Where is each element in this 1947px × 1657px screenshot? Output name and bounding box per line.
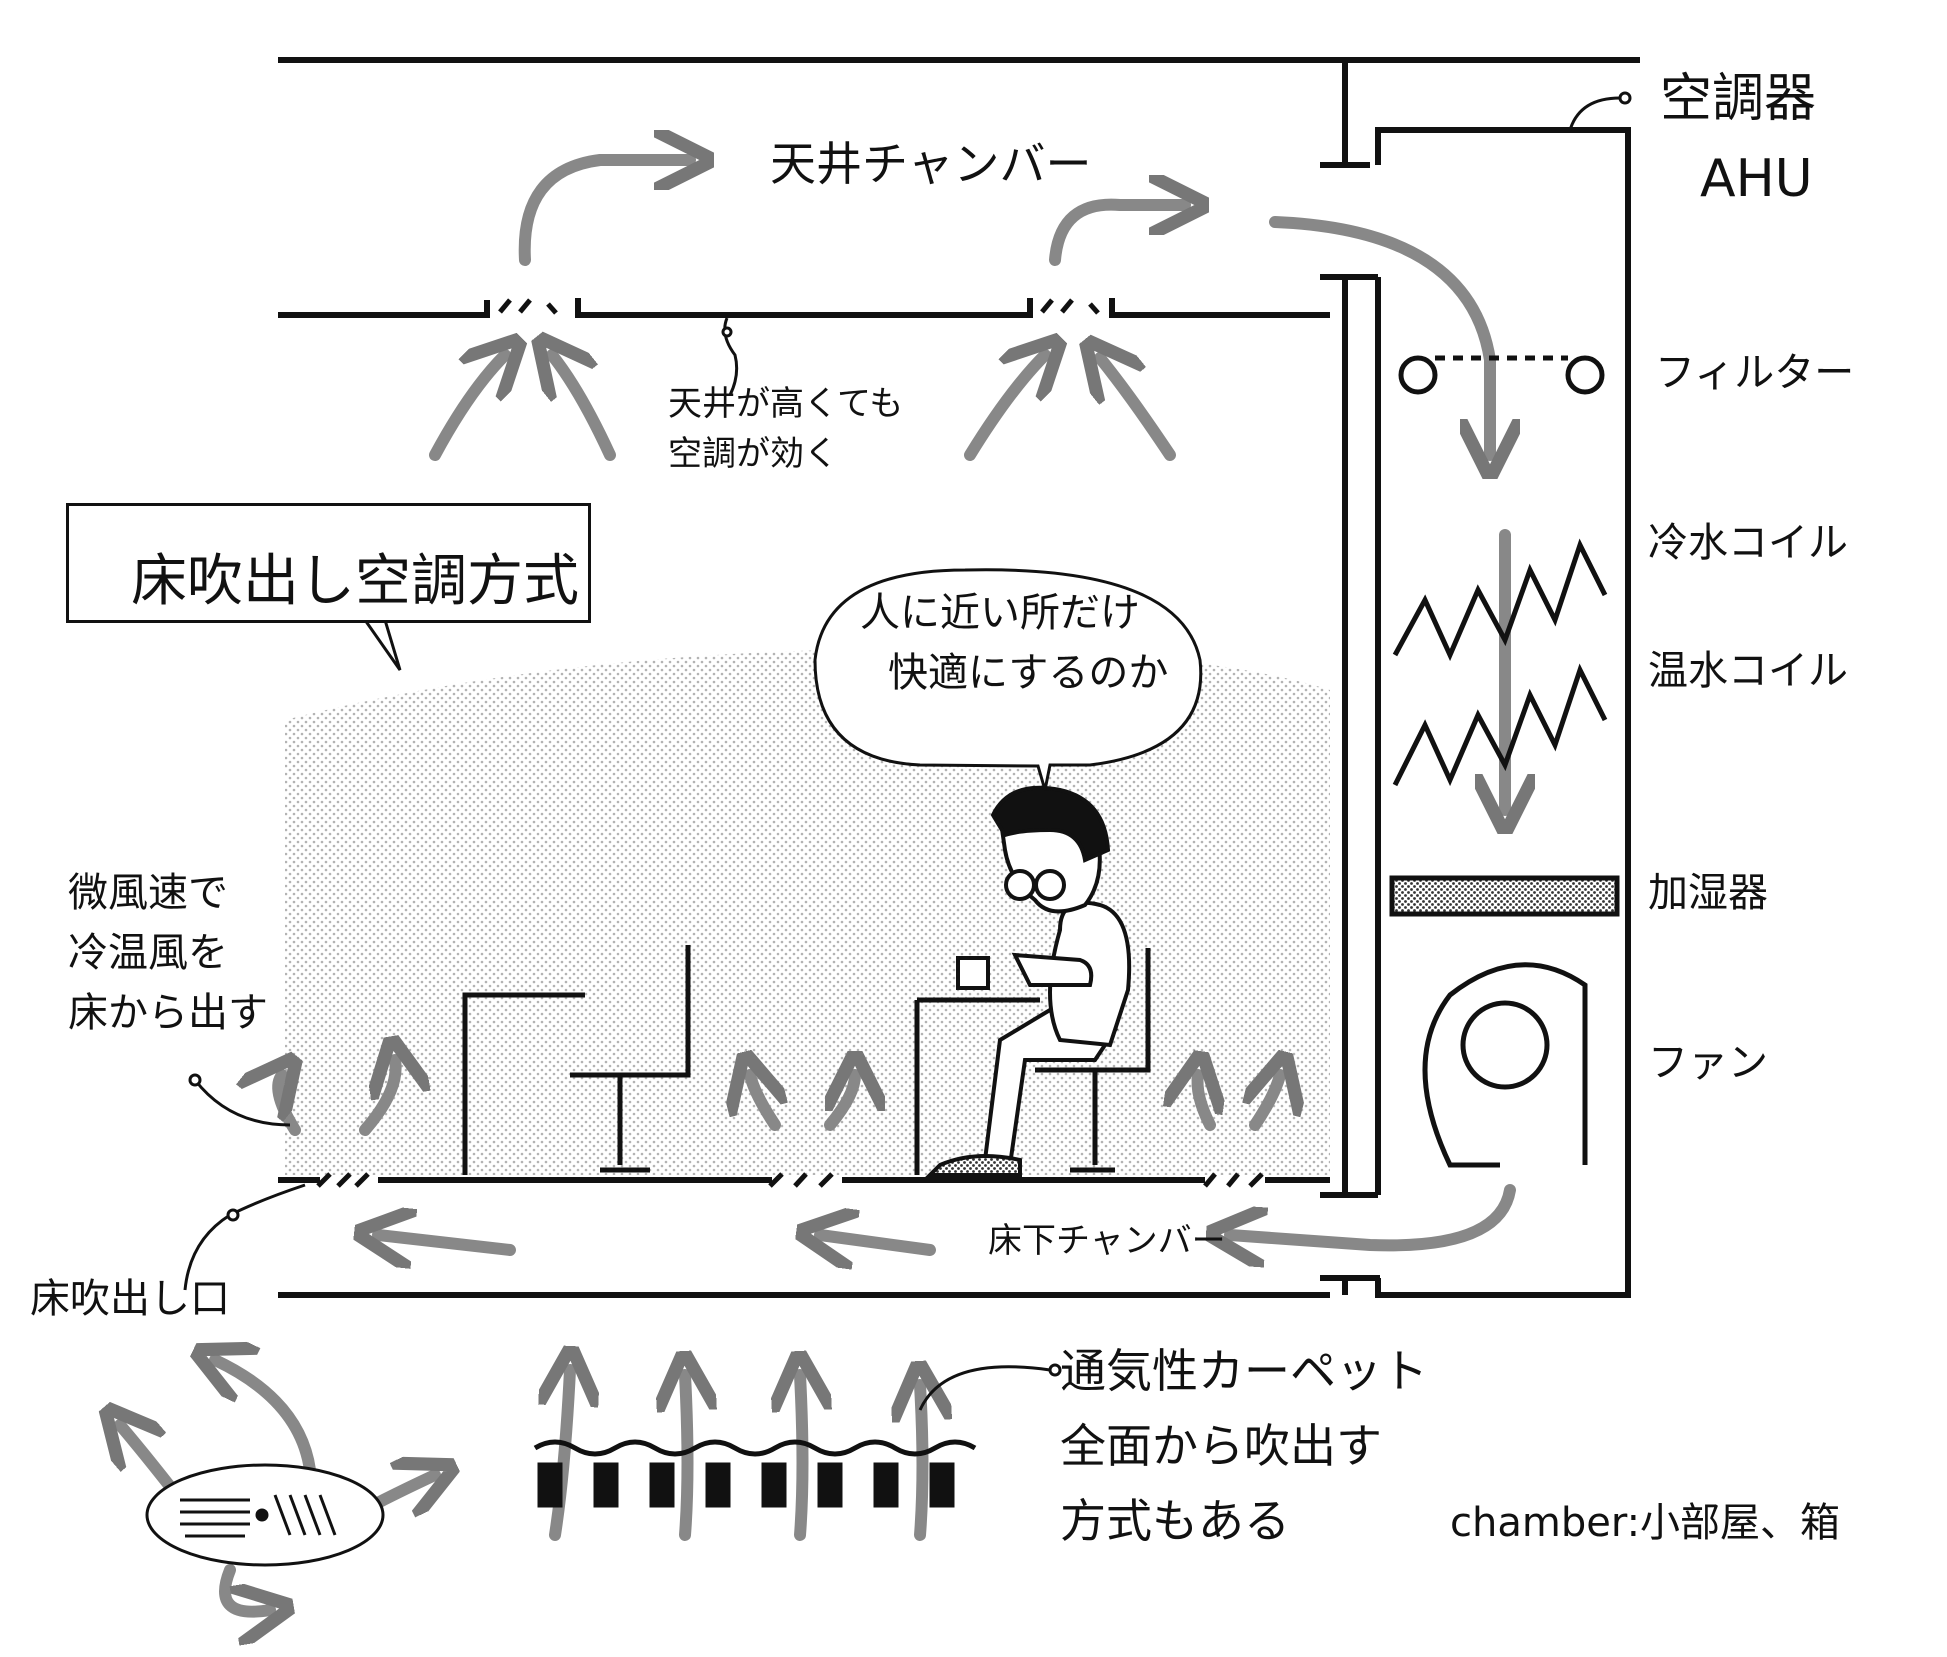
ceiling-note-line1: 天井が高くても [668, 384, 904, 424]
ceiling-chamber-label: 天井チャンバー [770, 137, 1092, 191]
fan-label: ファン [1648, 1040, 1768, 1086]
system-title: 床吹出し空調方式 [131, 549, 579, 614]
breeze-note-line1: 微風速で [68, 870, 228, 916]
floor-chamber-label: 床下チャンバー [988, 1221, 1226, 1261]
cold-coil [1392, 538, 1608, 662]
ahu-components [1389, 355, 1620, 1168]
speech-line1: 人に近い所だけ [860, 590, 1140, 636]
building-structure [278, 57, 1640, 1298]
floor-vents [316, 1172, 1264, 1188]
furniture [462, 945, 1151, 1175]
filter-roller-left [1398, 355, 1438, 395]
carpet-illustration [533, 1439, 977, 1508]
floor-outlet-label: 床吹出し口 [30, 1276, 230, 1322]
ceiling-note-line2: 空調が効く [668, 434, 838, 474]
leader-lines [183, 91, 1632, 1411]
filter-label: フィルター [1655, 350, 1855, 396]
hot-coil [1392, 663, 1608, 787]
filter-roller-right [1565, 355, 1605, 395]
fan-housing [1422, 962, 1588, 1168]
cold-coil-label: 冷水コイル [1648, 520, 1848, 566]
speech-bubble [813, 568, 1203, 791]
title-pointer [363, 619, 402, 671]
carpet-note-line2: 全面から吹出す [1060, 1419, 1382, 1473]
carpet-note-line3: 方式もある [1060, 1494, 1290, 1548]
speech-line2: 快適にするのか [888, 650, 1169, 696]
carpet-note-line1: 通気性カーペット [1060, 1344, 1428, 1398]
ceiling-vents [498, 298, 1100, 315]
hot-coil-label: 温水コイル [1648, 648, 1848, 694]
breeze-note-line2: 冷温風を [68, 930, 228, 976]
humidifier-label: 加湿器 [1648, 870, 1768, 916]
fan-impeller [1460, 1000, 1550, 1090]
ahu-japanese-label: 空調器 [1660, 69, 1817, 129]
floor-outlet-illustration [145, 1463, 385, 1567]
seated-person [925, 785, 1132, 1177]
ahu-english-label: AHU [1700, 149, 1813, 209]
humidifier [1389, 875, 1620, 917]
system-title-box: 床吹出し空調方式 [66, 503, 591, 623]
chamber-definition: chamber:小部屋、箱 [1450, 1500, 1841, 1546]
breeze-note-line3: 床から出す [68, 990, 268, 1036]
